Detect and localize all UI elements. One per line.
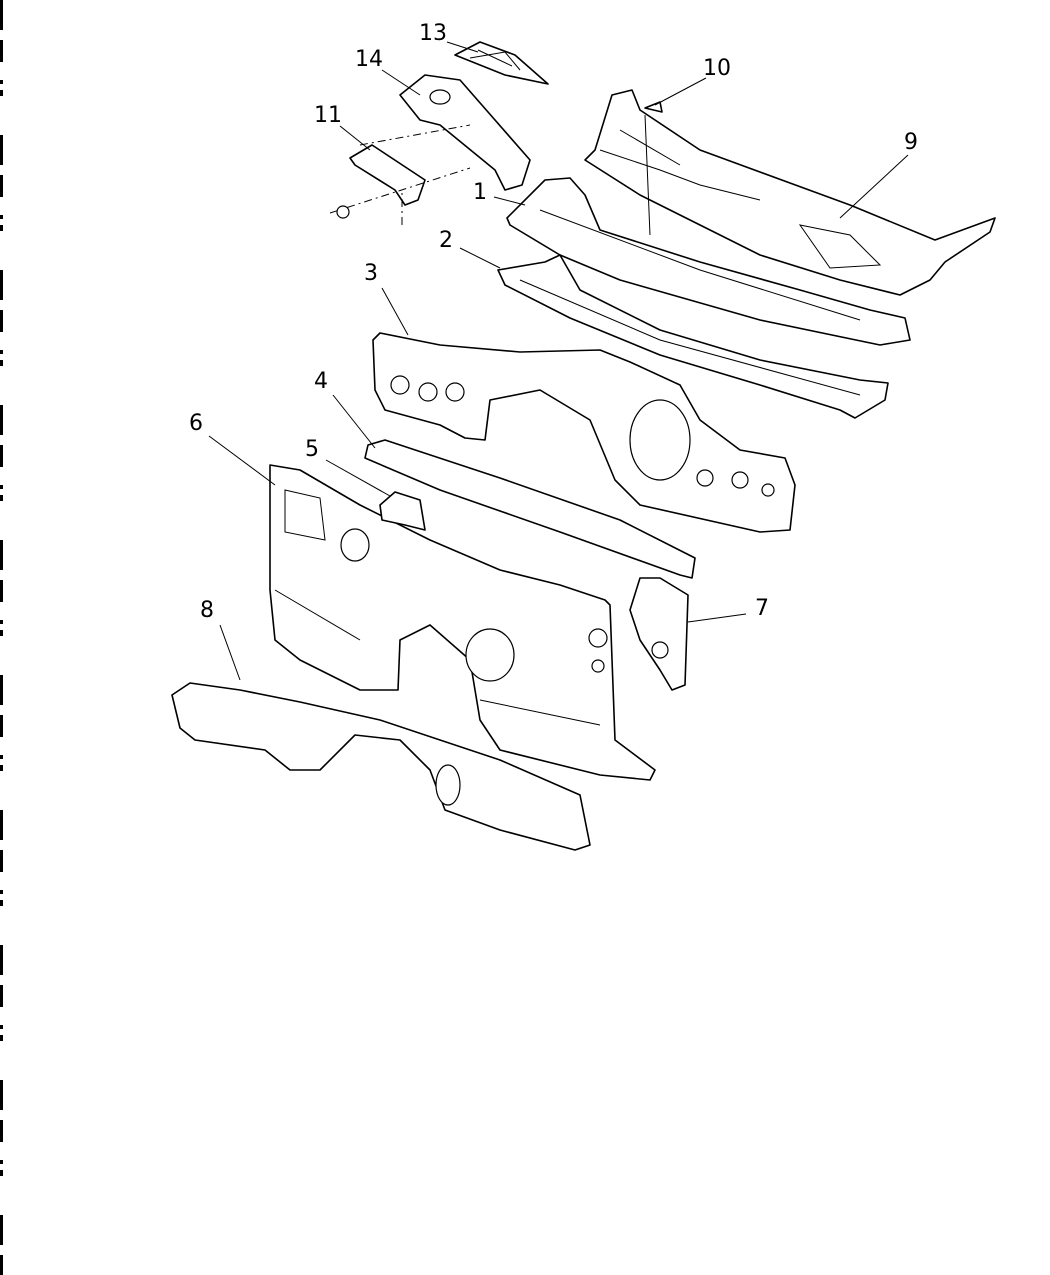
callout-9: 9 xyxy=(904,130,918,155)
callout-4: 4 xyxy=(314,369,328,394)
part-11 xyxy=(329,124,471,225)
callout-11: 11 xyxy=(314,103,342,128)
leader-lines xyxy=(208,41,909,681)
callout-1: 1 xyxy=(473,180,487,205)
part-3 xyxy=(372,332,796,533)
callout-6: 6 xyxy=(189,411,203,436)
callout-7: 7 xyxy=(755,596,769,621)
part-14 xyxy=(399,74,531,191)
callout-8: 8 xyxy=(200,598,214,623)
callout-10: 10 xyxy=(703,56,731,81)
callout-5: 5 xyxy=(305,437,319,462)
part-6 xyxy=(269,464,656,781)
part-5 xyxy=(379,491,426,531)
callout-2: 2 xyxy=(439,228,453,253)
part-7 xyxy=(629,577,689,691)
part-9 xyxy=(584,89,996,296)
part-4 xyxy=(364,439,696,579)
callout-14: 14 xyxy=(355,47,383,72)
part-13 xyxy=(454,41,549,85)
part-2 xyxy=(497,254,889,419)
callout-3: 3 xyxy=(364,261,378,286)
scan-edge-marks xyxy=(0,0,3,1275)
part-8 xyxy=(171,682,591,851)
part-1 xyxy=(506,177,911,346)
callout-13: 13 xyxy=(419,21,447,46)
